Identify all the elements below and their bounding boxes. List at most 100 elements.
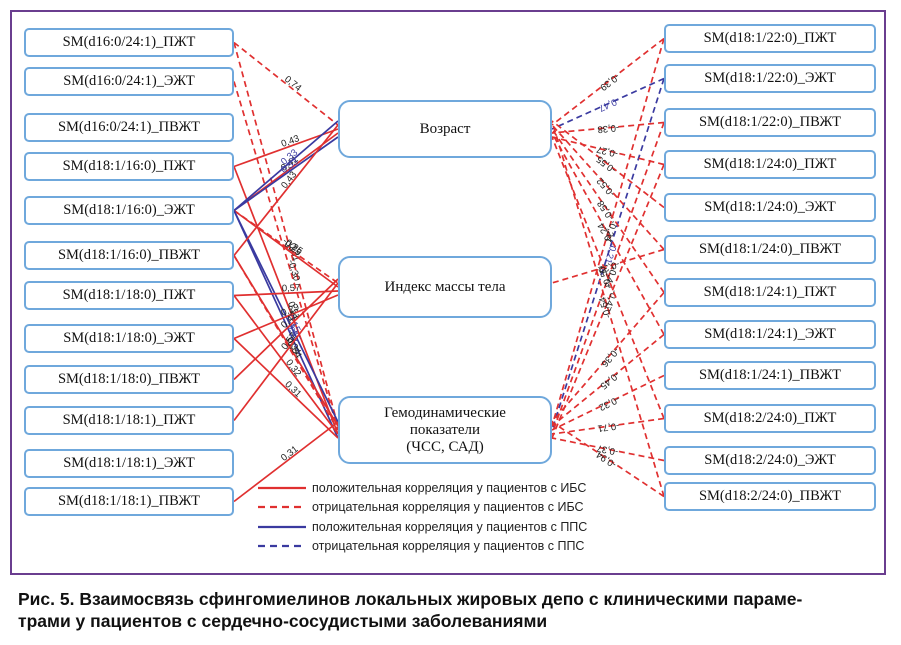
left-node: SM(d18:1/18:1)_ПЖТ [24, 406, 234, 435]
left-node: SM(d16:0/24:1)_ПВЖТ [24, 113, 234, 142]
left-node-label: SM(d18:1/18:1)_ПЖТ [62, 412, 196, 428]
correlation-line [551, 291, 665, 423]
correlation-line [551, 38, 665, 427]
legend-label: отрицательная корреляция у пациентов с П… [312, 539, 585, 554]
right-node: SM(d18:1/24:1)_ПЖТ [664, 278, 876, 307]
legend-item-pps-negative: отрицательная корреляция у пациентов с П… [258, 537, 658, 557]
correlation-value-label: 0,74 [282, 74, 303, 94]
correlation-line [233, 124, 339, 257]
correlation-line [551, 120, 665, 497]
right-node-label: SM(d18:1/24:1)_ЭЖТ [704, 326, 836, 342]
figure-caption: Рис. 5. Взаимосвязь сфингомиелинов локал… [18, 588, 893, 632]
correlation-line [551, 124, 665, 251]
correlation-line [233, 210, 339, 439]
left-node: SM(d16:0/24:1)_ЭЖТ [24, 67, 234, 96]
correlation-line [551, 121, 665, 134]
correlation-value-label: 0,32 [283, 357, 303, 378]
correlation-line [233, 136, 339, 212]
correlation-line [233, 282, 339, 422]
center-node-age-label: Возраст [419, 120, 471, 137]
left-node-label: SM(d16:0/24:1)_ЭЖТ [63, 73, 195, 89]
correlation-line [551, 78, 665, 431]
right-node-label: SM(d18:1/24:0)_ПВЖТ [698, 241, 842, 257]
correlation-value-label: 0,31 [279, 444, 300, 464]
right-node: SM(d18:1/22:0)_ЭЖТ [664, 64, 876, 93]
correlation-line [233, 41, 339, 126]
legend-swatch-solid-blue [258, 525, 306, 528]
legend-label: положительная корреляция у пациентов с И… [312, 480, 587, 495]
correlation-line [551, 437, 665, 462]
correlation-line [551, 128, 665, 293]
right-node: SM(d18:1/22:0)_ПЖТ [664, 24, 876, 53]
correlation-value-label: -0,39 [598, 71, 622, 93]
left-node-label: SM(d18:1/16:0)_ПВЖТ [57, 247, 201, 263]
right-node-label: SM(d18:1/24:1)_ПВЖТ [698, 367, 842, 383]
correlation-value-label: -0,52 [595, 175, 618, 198]
center-node-bmi: Индекс массы тела [338, 256, 552, 318]
correlation-value-label: -0,71 [597, 420, 620, 434]
left-node: SM(d18:1/16:0)_ПВЖТ [24, 241, 234, 270]
center-node-hemo-line3: (ЧСС, САД) [406, 438, 484, 455]
correlation-line [233, 294, 339, 340]
right-node: SM(d18:2/24:0)_ПЖТ [664, 404, 876, 433]
left-node: SM(d18:1/18:0)_ПЖТ [24, 281, 234, 310]
correlation-line [233, 290, 339, 297]
left-node-label: SM(d18:1/16:0)_ЭЖТ [63, 202, 195, 218]
left-node-label: SM(d16:0/24:1)_ПВЖТ [57, 119, 201, 135]
correlation-value-label: -0,38 [597, 122, 620, 135]
left-node-label: SM(d18:1/18:0)_ПЖТ [62, 287, 196, 303]
correlation-line [233, 120, 339, 212]
center-node-age: Возраст [338, 100, 552, 158]
right-node-label: SM(d18:1/24:0)_ПЖТ [703, 156, 837, 172]
legend-swatch-dashed-red [258, 506, 306, 509]
correlation-line [551, 374, 665, 431]
right-node-label: SM(d18:1/22:0)_ЭЖТ [704, 70, 836, 86]
correlation-line [233, 81, 339, 431]
left-node-label: SM(d18:1/18:1)_ЭЖТ [63, 455, 195, 471]
correlation-line [233, 255, 339, 431]
correlation-line [233, 166, 339, 435]
right-node: SM(d18:2/24:0)_ПВЖТ [664, 482, 876, 511]
legend-label: положительная корреляция у пациентов с П… [312, 519, 588, 534]
right-node-label: SM(d18:2/24:0)_ЭЖТ [704, 452, 836, 468]
left-node: SM(d18:1/16:0)_ПЖТ [24, 152, 234, 181]
legend-swatch-dashed-blue [258, 545, 306, 548]
right-node-label: SM(d18:2/24:0)_ПЖТ [703, 410, 837, 426]
correlation-line [233, 294, 339, 435]
left-node-label: SM(d18:1/18:0)_ПВЖТ [57, 371, 201, 387]
correlation-value-label: 0,43 [280, 133, 301, 150]
correlation-line [551, 417, 665, 435]
left-node-label: SM(d18:1/16:0)_ПЖТ [62, 158, 196, 174]
legend-item-ibs-negative: отрицательная корреляция у пациентов с И… [258, 498, 658, 518]
correlation-value-label: 0,31 [282, 379, 303, 400]
correlation-line [551, 333, 665, 427]
legend-swatch-solid-red [258, 486, 306, 489]
correlation-value-label: -0,58 [595, 198, 616, 222]
correlation-value-label: -0,27 [596, 143, 620, 159]
correlation-line [551, 132, 665, 335]
right-node: SM(d18:1/24:0)_ПЖТ [664, 150, 876, 179]
right-node-label: SM(d18:1/22:0)_ПВЖТ [698, 114, 842, 130]
correlation-line [233, 421, 339, 503]
correlation-value-label: -0,30 [285, 259, 302, 283]
left-node: SM(d18:1/16:0)_ЭЖТ [24, 196, 234, 225]
left-node: SM(d16:0/24:1)_ПЖТ [24, 28, 234, 57]
figure-frame [10, 10, 886, 575]
correlation-value-label: -0,45 [598, 369, 622, 391]
left-node-label: SM(d16:0/24:1)_ПЖТ [62, 34, 196, 50]
center-node-bmi-label: Индекс массы тела [384, 278, 506, 295]
right-node-label: SM(d18:2/24:0)_ПВЖТ [698, 488, 842, 504]
caption-line-2: трами у пациентов с сердечно-сосудистыми… [18, 611, 548, 631]
center-node-hemodynamics: Гемодинамические показатели (ЧСС, САД) [338, 396, 552, 464]
correlation-line [551, 136, 665, 419]
correlation-line [233, 278, 339, 381]
right-node-label: SM(d18:1/22:0)_ПЖТ [703, 30, 837, 46]
right-node: SM(d18:1/24:0)_ПВЖТ [664, 235, 876, 264]
correlation-value-label: -0,47 [597, 95, 621, 114]
legend-item-ibs-positive: положительная корреляция у пациентов с И… [258, 478, 658, 498]
left-node-label: SM(d18:1/18:0)_ЭЖТ [63, 330, 195, 346]
right-node-label: SM(d18:1/24:0)_ЭЖТ [704, 199, 836, 215]
caption-line-1: Рис. 5. Взаимосвязь сфингомиелинов локал… [18, 589, 803, 609]
correlation-value-label: -0,37 [596, 442, 619, 457]
